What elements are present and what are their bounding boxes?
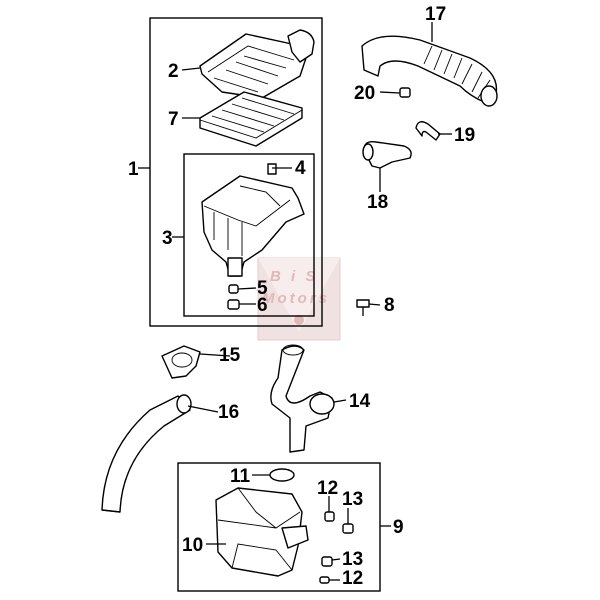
callout-1: 1 <box>128 159 139 180</box>
callout-13-upper: 13 <box>342 489 363 510</box>
callout-6: 6 <box>257 295 268 316</box>
resonator-duct-14 <box>270 344 335 453</box>
intake-duct-hose <box>361 35 498 107</box>
intake-tube-16 <box>101 394 192 513</box>
callout-16: 16 <box>218 402 239 423</box>
callout-17: 17 <box>425 4 446 25</box>
bushing-6 <box>227 299 240 310</box>
resonator-box-10 <box>215 487 309 577</box>
callout-13-lower: 13 <box>342 549 363 570</box>
callout-9: 9 <box>393 517 404 538</box>
callout-5: 5 <box>257 278 268 299</box>
air-cleaner-cover <box>199 29 315 99</box>
bolt-8 <box>356 299 370 316</box>
nut-13-upper <box>342 523 354 534</box>
clip-12-lower <box>319 576 330 584</box>
callout-19: 19 <box>454 125 475 146</box>
callout-8: 8 <box>384 295 395 316</box>
group-box-resonator <box>177 462 391 592</box>
grommet-5 <box>228 284 239 294</box>
watermark-logo: B i S Motors <box>257 257 341 341</box>
callout-3: 3 <box>162 228 173 249</box>
vacuum-hose-19 <box>415 121 441 141</box>
callout-12-lower: 12 <box>342 568 363 589</box>
cap-11 <box>269 468 295 482</box>
group-box-air-cleaner <box>138 17 323 327</box>
callout-20: 20 <box>354 83 375 104</box>
watermark-text-1: B i S <box>270 268 318 285</box>
callout-2: 2 <box>168 61 179 82</box>
clip-20 <box>399 87 411 98</box>
callout-7: 7 <box>168 109 179 130</box>
watermark-text-2: Motors <box>262 290 330 307</box>
elbow-hose-18 <box>362 140 412 169</box>
callout-4: 4 <box>295 158 306 179</box>
callout-11: 11 <box>230 466 251 487</box>
air-inlet-15 <box>161 345 201 379</box>
air-cleaner-case <box>201 163 305 277</box>
air-filter-element <box>199 91 303 147</box>
clip-12-upper <box>324 511 335 522</box>
leader-lines <box>181 22 452 581</box>
callout-14: 14 <box>349 391 371 412</box>
callout-15: 15 <box>219 345 241 366</box>
callout-18: 18 <box>367 192 388 213</box>
nut-13-lower <box>321 556 333 567</box>
callout-labels: 1 2 3 4 5 6 7 8 9 10 11 12 12 13 13 14 1… <box>128 4 475 589</box>
callout-10: 10 <box>182 535 203 556</box>
callout-12-upper: 12 <box>317 478 338 499</box>
